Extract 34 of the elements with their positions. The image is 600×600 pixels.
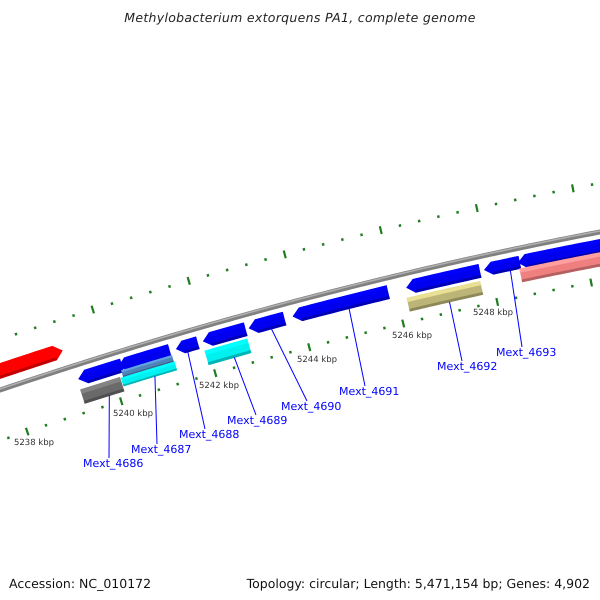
gene-label: Mext_4686 (83, 457, 144, 470)
scale-label: 5242 kbp (198, 381, 240, 391)
gene-label: Mext_4690 (281, 400, 342, 413)
leader-line (154, 376, 158, 444)
leader-line (348, 308, 366, 386)
feature-bar (80, 377, 124, 404)
gene-label: Mext_4691 (339, 385, 400, 398)
leader-line (510, 270, 522, 348)
scale-label: 5248 kbp (472, 308, 514, 318)
leader-line (108, 395, 110, 458)
footer-text: Topology: circular; Length: 5,471,154 bp; Genes: 4,902 (246, 576, 590, 591)
gene-label: Mext_4692 (437, 360, 498, 373)
title: Methylobacterium extorquens PA1, complete genome (123, 10, 477, 25)
scale-label: 5238 kbp (14, 438, 54, 448)
leader-line (449, 301, 462, 362)
leader-line (234, 356, 256, 416)
gene-feature (484, 256, 522, 275)
feature-bar (120, 362, 178, 386)
gene-feature (248, 312, 286, 333)
feature-bar (204, 338, 252, 366)
gene-label: Mext_4688 (179, 428, 240, 441)
gene-feature (176, 336, 200, 354)
scale-label: 5244 kbp (296, 355, 338, 365)
gene-feature (0, 346, 63, 382)
footer-text: Accession: NC_010172 (9, 576, 152, 591)
gene-feature (292, 285, 390, 322)
gene-label: Mext_4689 (227, 414, 288, 427)
gene-label: Mext_4693 (496, 346, 556, 359)
feature-bar (519, 250, 600, 282)
leader-line (187, 351, 206, 430)
scale-label: 5240 kbp (112, 409, 154, 419)
scale-label: 5246 kbp (392, 331, 432, 341)
leader-line (270, 328, 308, 402)
gene-label: Mext_4687 (131, 443, 192, 456)
